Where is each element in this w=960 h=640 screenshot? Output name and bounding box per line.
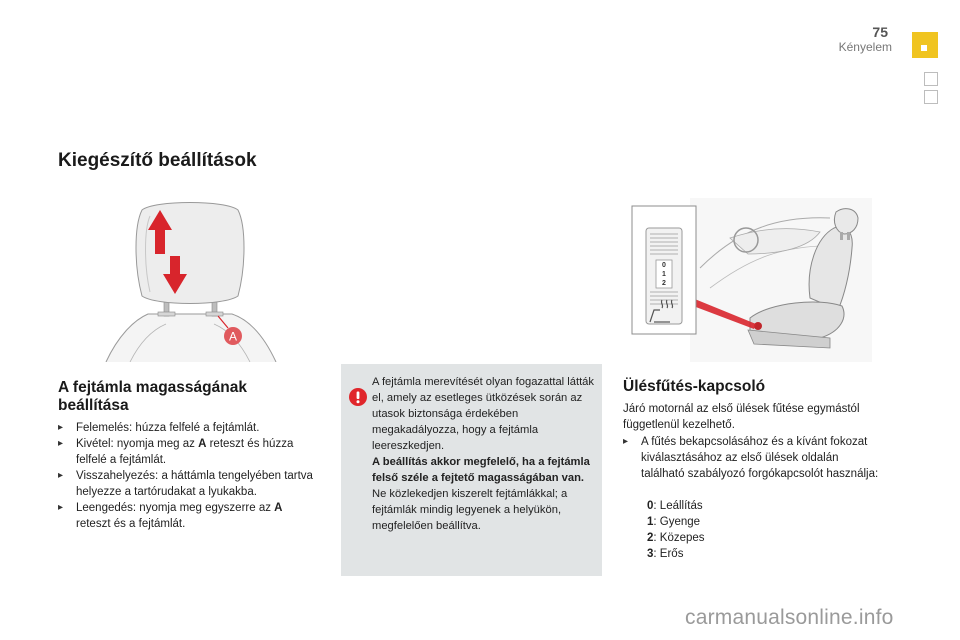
watermark: carmanualsonline.info — [685, 606, 894, 629]
list-item: ▸Felemelés: húzza felfelé a fejtámlát. — [58, 422, 260, 434]
bullet-icon: ▸ — [58, 438, 64, 449]
chapter-tab[interactable] — [924, 72, 938, 86]
heating-intro: Járó motornál az első ülések fűtése egym… — [623, 403, 860, 431]
warning-paragraph: A fejtámla merevítését olyan fogazattal … — [372, 376, 595, 452]
chapter-tab[interactable] — [924, 90, 938, 104]
heating-instructions: ▸A fűtés bekapcsolásához és a kívánt fok… — [623, 434, 885, 482]
list-item: 0: Leállítás — [647, 500, 703, 512]
list-item: 3: Erős — [647, 548, 684, 560]
warning-emphasis: A beállítás akkor megfelelő, ha a fejtám… — [372, 456, 590, 484]
seat-heating-illustration: 0 1 2 — [630, 198, 872, 362]
list-item: 1: Gyenge — [647, 516, 701, 528]
dial-label-2: 2 — [662, 280, 666, 287]
list-item: ▸Visszahelyezés: a háttámla tengelyében … — [58, 470, 313, 498]
tab-marker-icon — [921, 45, 927, 51]
heating-section-title: Ülésfűtés-kapcsoló — [623, 378, 766, 395]
bullet-icon: ▸ — [58, 502, 64, 513]
warning-text: A fejtámla merevítését olyan fogazattal … — [372, 374, 594, 534]
headrest-instructions: ▸Felemelés: húzza felfelé a fejtámlát. ▸… — [58, 420, 320, 532]
dial-label-0: 0 — [662, 262, 666, 269]
warning-paragraph: Ne közlekedjen kiszerelt fejtámlákkal; a… — [372, 488, 568, 532]
list-item: ▸Leengedés: nyomja meg egyszerre az A re… — [58, 502, 283, 530]
list-item: 2: Közepes — [647, 532, 705, 544]
callout-a: A — [229, 330, 237, 344]
chapter-tab-active[interactable] — [912, 32, 938, 58]
headrest-section-title: A fejtámla magasságának beállítása — [58, 379, 247, 414]
page-number: 75 — [872, 24, 888, 40]
list-item: ▸Kivétel: nyomja meg az A reteszt és húz… — [58, 438, 294, 466]
heated-seat-icon — [649, 299, 674, 323]
warning-icon — [349, 388, 367, 406]
bullet-icon: ▸ — [58, 470, 64, 481]
dial-label-1: 1 — [662, 271, 666, 278]
headrest-illustration: A — [105, 202, 277, 362]
chapter-title: Kényelem — [838, 40, 892, 54]
page-title: Kiegészítő beállítások — [58, 150, 257, 171]
bullet-icon: ▸ — [623, 436, 629, 447]
bullet-icon: ▸ — [58, 422, 64, 433]
heating-levels: 0: Leállítás 1: Gyenge 2: Közepes 3: Erő… — [647, 498, 705, 562]
list-item: ▸A fűtés bekapcsolásához és a kívánt fok… — [623, 436, 879, 480]
warning-box: A fejtámla merevítését olyan fogazattal … — [341, 364, 602, 576]
